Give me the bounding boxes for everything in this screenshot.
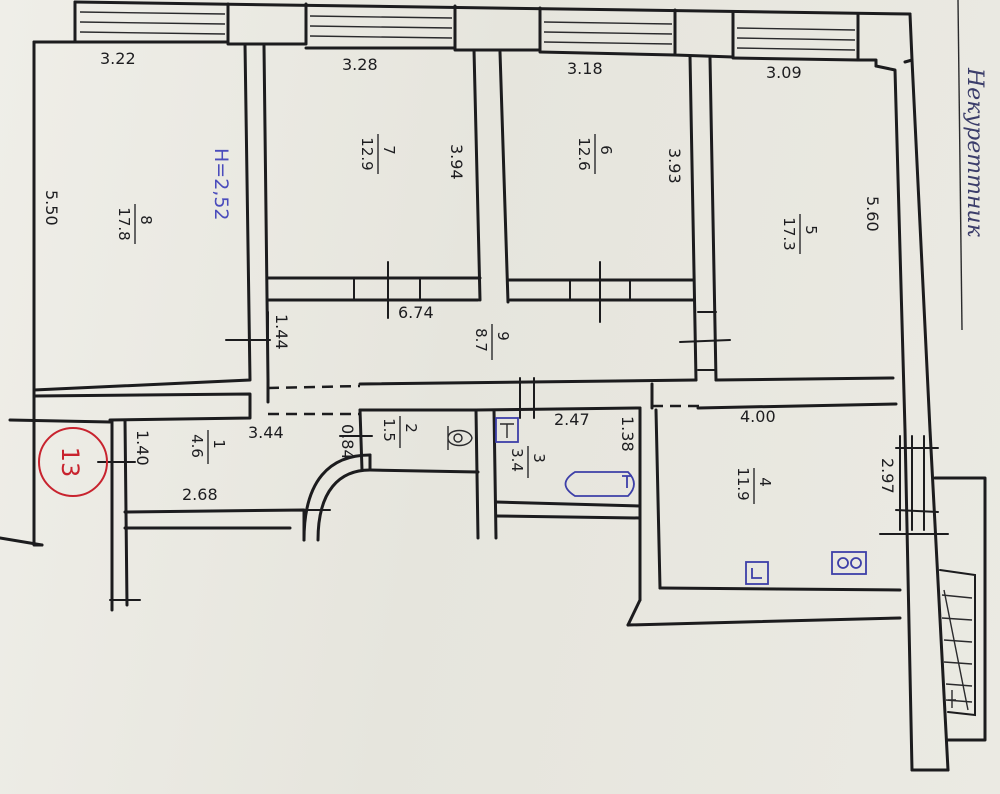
svg-text:3.4: 3.4 <box>508 448 526 472</box>
dim-1-40: 1.40 <box>133 430 152 466</box>
dim-6-74: 6.74 <box>398 303 434 322</box>
dim-5-60: 5.60 <box>863 196 882 232</box>
dim-2-47: 2.47 <box>554 410 590 429</box>
room-8-label: 8 17.8 <box>115 204 155 244</box>
dim-5-50: 5.50 <box>42 190 61 226</box>
svg-text:17.8: 17.8 <box>115 207 133 240</box>
dim-4-00: 4.00 <box>740 407 776 426</box>
svg-text:7: 7 <box>380 145 398 155</box>
sheet-number: 13 <box>56 447 84 478</box>
svg-text:3: 3 <box>530 453 548 463</box>
dim-1-44: 1.44 <box>272 314 291 350</box>
sheet-number-badge: 13 <box>38 427 108 497</box>
room-7-label: 7 12.9 <box>358 134 398 174</box>
fixtures <box>447 417 867 585</box>
side-stamp: Некуреттник <box>957 0 987 331</box>
dim-3-93: 3.93 <box>665 148 684 184</box>
room-4-label: 4 11.9 <box>734 467 774 504</box>
interior-walls <box>32 42 987 742</box>
dim-0-84: 0.84 <box>338 424 357 460</box>
svg-text:4.6: 4.6 <box>188 434 206 458</box>
svg-text:8.7: 8.7 <box>472 328 490 352</box>
svg-text:9: 9 <box>494 331 512 341</box>
dim-1-38: 1.38 <box>618 416 637 452</box>
top-windows <box>79 11 856 51</box>
dim-3-28: 3.28 <box>342 55 378 74</box>
dim-3-94: 3.94 <box>447 144 466 180</box>
room-9-label: 9 8.7 <box>472 324 512 360</box>
stove-icon <box>831 551 867 575</box>
bathtub-icon <box>564 471 635 497</box>
svg-text:12.9: 12.9 <box>358 137 376 170</box>
svg-text:4: 4 <box>756 477 774 487</box>
stamp-text: Некуреттник <box>962 67 987 238</box>
svg-text:8: 8 <box>137 215 155 225</box>
outer-walls <box>0 0 950 772</box>
dim-3-09: 3.09 <box>766 63 802 82</box>
svg-text:17.3: 17.3 <box>780 217 798 250</box>
sink-icon <box>745 561 769 585</box>
room-3-label: 3 3.4 <box>508 446 548 478</box>
svg-text:1.5: 1.5 <box>380 418 398 442</box>
svg-text:11.9: 11.9 <box>734 467 752 500</box>
staircase <box>941 589 973 711</box>
room-2-label: 2 1.5 <box>380 416 420 448</box>
door-ticks <box>97 261 949 601</box>
room-5-label: 5 17.3 <box>780 214 820 254</box>
toilet-tank-icon <box>495 417 519 443</box>
dim-3-18: 3.18 <box>567 59 603 78</box>
dim-2-68: 2.68 <box>182 485 218 504</box>
ceiling-height-note: H=2,52 <box>210 148 232 221</box>
dim-2-97: 2.97 <box>878 458 897 494</box>
svg-text:12.6: 12.6 <box>575 137 593 170</box>
room-1-label: 1 4.6 <box>188 430 228 464</box>
svg-text:1: 1 <box>210 439 228 449</box>
room-6-label: 6 12.6 <box>575 134 615 174</box>
dim-3-22: 3.22 <box>100 49 136 68</box>
room-labels: 8 17.8 7 12.9 6 12.6 5 17.3 9 8.7 1 4.6 <box>115 134 820 504</box>
svg-text:6: 6 <box>597 145 615 155</box>
dim-3-44: 3.44 <box>248 423 284 442</box>
svg-text:2: 2 <box>402 423 420 433</box>
dimension-labels: 3.22 3.28 3.18 3.09 5.50 3.94 3.93 5.60 … <box>42 49 897 504</box>
svg-text:5: 5 <box>802 225 820 235</box>
